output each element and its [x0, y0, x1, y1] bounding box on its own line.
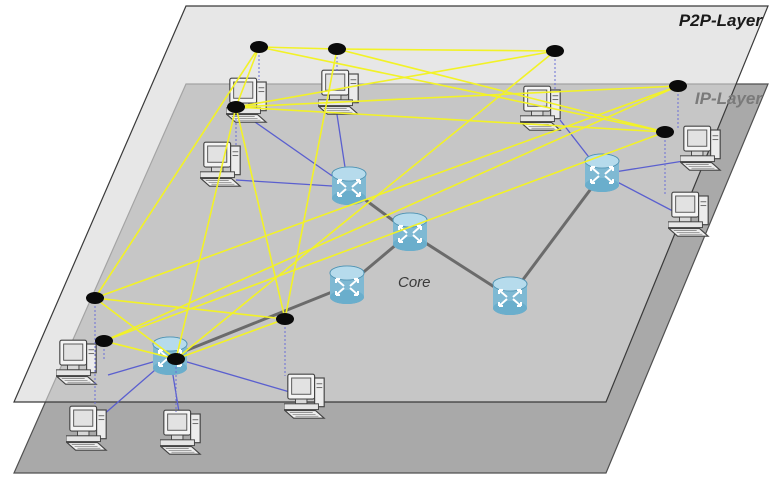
peer-node-icon [546, 45, 564, 57]
peer-node-icon [95, 335, 113, 347]
overlay-links [94, 46, 679, 360]
core-label: Core [398, 274, 431, 291]
projection-lines [94, 47, 679, 412]
peer-node-icon [86, 292, 104, 304]
ip-layer-label: IP-Layer [695, 89, 763, 108]
peer-node-icon [276, 313, 294, 325]
p2p-layer-label: P2P-Layer [679, 11, 764, 30]
p2p-layer-plane [13, 5, 769, 403]
peer-node-icon [656, 126, 674, 138]
peer-node-icon [227, 101, 245, 113]
peer-node-icon [250, 41, 268, 53]
peer-node-icon [669, 80, 687, 92]
peer-node-icon [167, 353, 185, 365]
router-icon [331, 166, 367, 206]
router-icon [492, 276, 528, 316]
router-icon [329, 265, 365, 305]
peer-node-icon [328, 43, 346, 55]
peer-nodes [86, 41, 687, 365]
